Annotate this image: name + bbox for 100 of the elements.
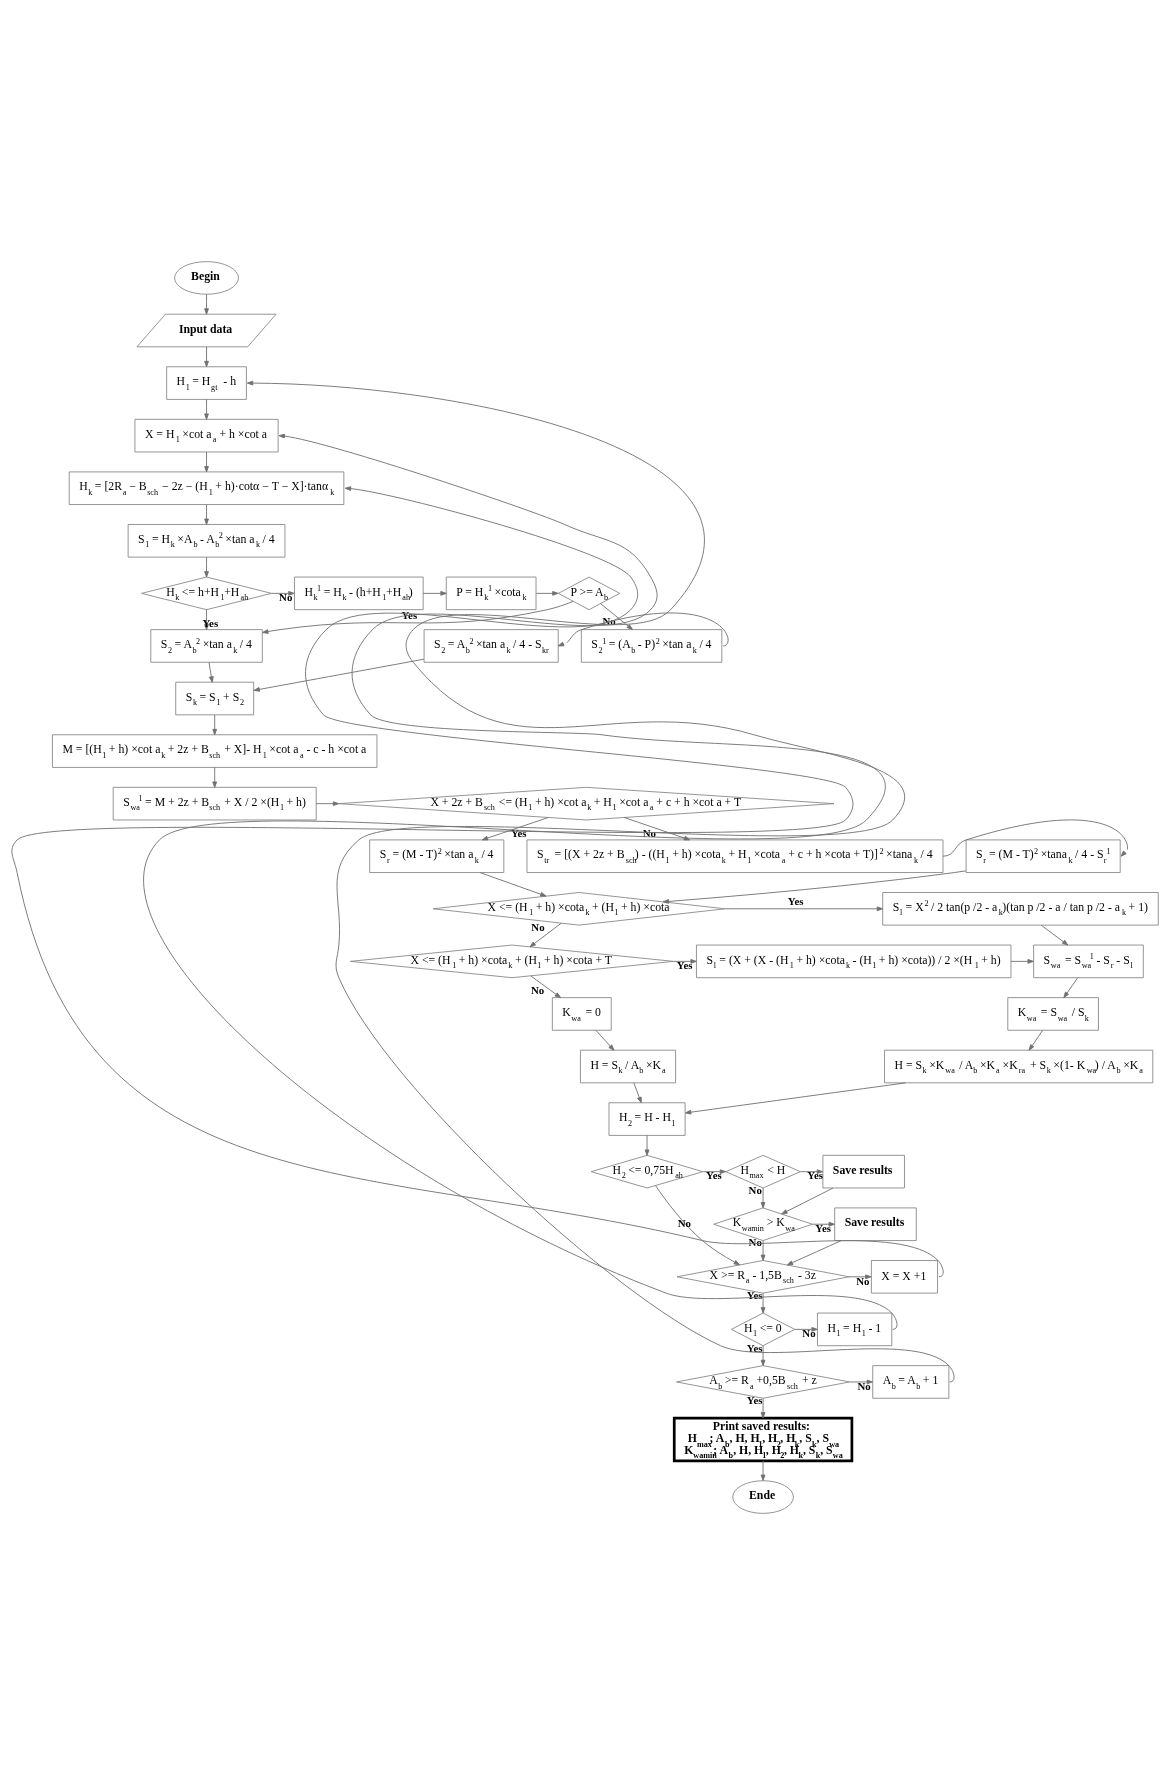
arrow [204, 451, 209, 472]
node-box: Save results [834, 1206, 917, 1241]
edge-label: Yes [787, 894, 804, 907]
node-ellipse: Begin [174, 260, 239, 295]
edge-label: Yes [676, 958, 693, 971]
arrow [655, 1184, 741, 1265]
arrow [644, 1134, 650, 1156]
node-ellipse: Ende [732, 1479, 794, 1514]
arrow [673, 958, 697, 964]
arrow [479, 871, 547, 897]
edge-label: No [531, 983, 545, 996]
node-diamond: H$_{2}$ <= 0,75H$_{ah}$ [590, 1154, 704, 1188]
arrow [600, 602, 633, 630]
arrow [530, 974, 562, 998]
arrow [315, 800, 340, 806]
node-box: H$_{k}$ = [2R$_{a}$ − B$_{sch}$ − 2z − (H$_{1}$ + h)·cotα − T − X]·tanα$_{k}$ [68, 470, 345, 505]
arrow [724, 905, 884, 911]
arrow [11, 485, 944, 1277]
edge-label: Yes [202, 616, 219, 629]
arrow [481, 816, 549, 840]
node-box: A$_{b}$ = A$_{b}$ + 1 [872, 1364, 950, 1399]
node-box: H$_{1}$ = H$_{1}$ - 1 [817, 1312, 893, 1346]
arrow [786, 1239, 842, 1265]
node-box: S$_{2}$ = A$_{b}$$^{2}$ ×tan a$_{k}$ / 4 - S$_{kr}$ [423, 628, 559, 663]
node-box: H = S$_{k}$ / A$_{b}$ ×K$_{a}$ [579, 1049, 677, 1083]
arrow [246, 380, 955, 1382]
arrow [212, 713, 218, 735]
edge-label: Yes [401, 608, 418, 621]
node-box: S$_{wa}$ = S$_{wa}$$^{1}$ - S$_{r}$ - S$_{l}$ [1033, 944, 1144, 978]
arrow [557, 612, 729, 646]
node-box: M = [(H$_{1}$ + h) ×cot a$_{k}$ + 2z + B$_{sch}$ + X]- H$_{1}$ ×cot a$_{a}$ - c - h ×cot a [52, 733, 378, 768]
node-box: S$_{wa}$$^{1}$ = M + 2z + B$_{sch}$ + X / 2 ×(H$_{1}$ + h) [112, 786, 317, 820]
node-box: X = X +1 [870, 1259, 938, 1294]
node-diamond: X + 2z + B$_{sch}$ <= (H$_{1}$ + h) ×cot a$_{k}$ + H$_{1}$ ×cot a$_{a}$ + c + h ×cot a + T [338, 786, 835, 820]
arrow [662, 869, 967, 904]
edge-label: No [602, 614, 616, 627]
node-diamond: P >= A$_{b}$ [557, 576, 621, 610]
arrow [204, 503, 209, 525]
arrow [633, 1081, 642, 1103]
arrow [422, 590, 447, 596]
edge-label: Yes [815, 1221, 831, 1234]
arrow [529, 922, 562, 947]
node-box: S$_{l}$ = X$^{2}$ / 2 tan(p /2 - a$_{k}$)(tan p /2 - a / tan p /2 - a$_{k}$ + 1) [882, 891, 1159, 926]
arrow [212, 766, 218, 788]
edge-label: No [857, 1379, 871, 1392]
arrow [848, 1273, 872, 1279]
arrow [849, 1379, 873, 1384]
arrow [760, 1459, 766, 1481]
node-diamond: X <= (H$_{1}$ + h) ×cota$_{k}$ + (H$_{1}$ + h) ×cota + T [349, 944, 675, 978]
arrow [623, 816, 691, 840]
arrow [262, 600, 574, 634]
arrow [204, 398, 209, 420]
arrow [253, 658, 425, 692]
node-box: K$_{wa}$ = 0 [551, 996, 612, 1031]
node-box: S$_{r}$ = (M - T)$^{2}$ ×tan a$_{k}$ / 4 [369, 838, 505, 873]
node-box: S$_{2}$ = A$_{b}$$^{2}$ ×tan a$_{k}$ / 4 [150, 628, 263, 663]
arrow [595, 1029, 615, 1051]
node-box: Save results [822, 1154, 905, 1188]
node-box: S$_{l}$ = (X + (X - (H$_{1}$ + h) ×cota$_{k}$ - (H$_{1}$ + h) ×cota)) / 2 ×(H$_{1}$ + h) [696, 944, 1012, 978]
arrow [535, 590, 559, 596]
arrow [760, 1187, 766, 1208]
arrow [812, 1221, 835, 1227]
arrow [781, 1187, 834, 1214]
arrow [208, 661, 214, 683]
arrow [760, 1397, 766, 1418]
arrow [204, 345, 209, 367]
arrow [799, 1168, 824, 1174]
arrow [1040, 924, 1069, 945]
node-box: H$_{k}$$^{1}$ = H$_{k}$ - (h+H$_{1}$+H$_{ah}$) [294, 576, 424, 610]
arrow [760, 1344, 766, 1366]
arrow [1028, 1029, 1044, 1051]
node-box: X = H$_{1}$ ×cot a$_{a}$ + h ×cot a [134, 418, 279, 452]
edge-label: Yes [807, 1168, 823, 1181]
node-box: S$_{2}$$^{1}$ = (A$_{b}$ - P)$^{2}$ ×tan a$_{k}$ / 4 [580, 628, 723, 663]
node-diamond: H$_{max}$ < H [725, 1154, 801, 1188]
arrow [271, 590, 295, 596]
node-diamond: H$_{k}$ <= h+H$_{1}$+H$_{ah}$ [141, 576, 272, 610]
arrow [794, 1326, 818, 1332]
edge-label: No [856, 1274, 870, 1287]
node-box: S$_{k}$ = S$_{1}$ + S$_{2}$ [175, 681, 255, 715]
node-box: P = H$_{k}$$^{1}$ ×cota$_{k}$ [445, 576, 537, 610]
arrow [144, 433, 898, 1330]
node-diamond: H$_{1}$ <= 0 [730, 1312, 796, 1346]
node-box: S$_{1}$ = H$_{k}$ ×A$_{b}$ - A$_{b}$$^{2}$ ×tan a$_{k}$ / 4 [127, 523, 286, 558]
arrow [942, 818, 1128, 857]
node-box: H$_{2}$ = H - H$_{1}$ [608, 1101, 686, 1136]
node-box: K$_{wa}$ = S$_{wa}$ / S$_{k}$ [1007, 996, 1099, 1031]
arrow [1010, 958, 1034, 964]
edge-label: No [677, 1216, 691, 1229]
arrow [1063, 976, 1079, 998]
arrow [760, 1292, 766, 1313]
arrow [760, 1239, 766, 1261]
edge-label: Yes [706, 1168, 722, 1181]
arrow [204, 556, 209, 577]
node-box: H = S$_{k}$ ×K$_{wa}$ / A$_{b}$ ×K$_{a}$ ×K$_{ra}$ + S$_{k}$ ×(1- K$_{wa}$) / A$_{b}$ ×K$_{a}$ [884, 1049, 1154, 1083]
node-box: H$_{1}$ = H$_{gt}$ - h [166, 365, 247, 400]
edge-label: No [802, 1326, 816, 1339]
edge-label: Yes [510, 826, 527, 839]
arrow [685, 1081, 907, 1115]
edge-label: No [279, 590, 293, 603]
